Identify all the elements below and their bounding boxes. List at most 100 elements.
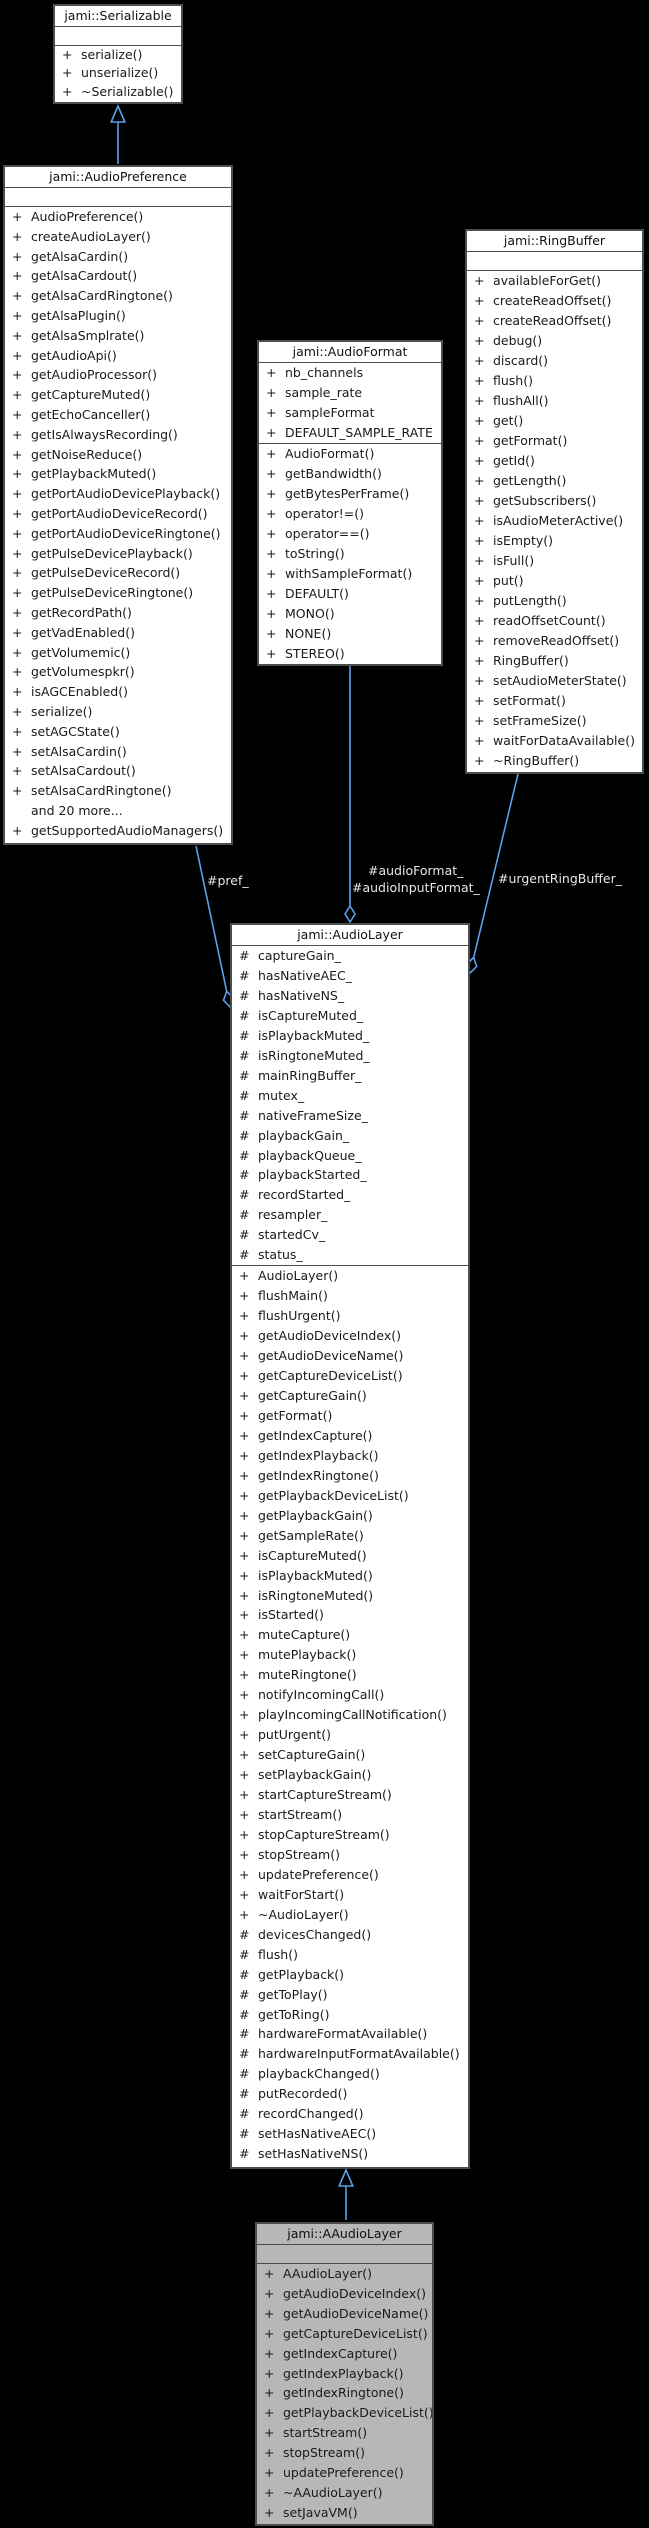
member-name: readOffsetCount() [493, 613, 606, 628]
member-name: DEFAULT_SAMPLE_RATE [285, 425, 433, 440]
visibility-marker: + [264, 2266, 275, 2281]
visibility-marker: + [264, 2484, 275, 2500]
member-name: getVolumespkr() [31, 664, 135, 680]
visibility-marker: + [12, 426, 23, 442]
class-title[interactable]: jami::AudioFormat [259, 342, 441, 363]
visibility-marker: + [266, 626, 277, 641]
visibility-marker: + [239, 1846, 250, 1862]
member-row: +stopStream() [257, 2443, 432, 2463]
member-row: +availableForGet() [467, 271, 642, 291]
visibility-marker: + [12, 387, 23, 403]
member-name: ~AudioLayer() [258, 1906, 349, 1922]
visibility-marker: + [474, 513, 485, 528]
member-name: getIndexPlayback() [283, 2365, 404, 2381]
member-name: getAlsaSmplrate() [31, 327, 145, 343]
member-row: +playIncomingCallNotification() [232, 1705, 468, 1725]
inheritance-edge-audiopreference-to-serializable [109, 103, 127, 164]
member-name: sample_rate [285, 385, 363, 400]
member-name: setCaptureGain() [258, 1747, 366, 1763]
class-node-audiopreference[interactable]: jami::AudioPreference + AudioPreference()… [3, 165, 233, 845]
member-row: +getSampleRate() [232, 1526, 468, 1546]
class-node-audioformat[interactable]: jami::AudioFormat + nb_channels+ sample_ra… [257, 340, 443, 666]
member-name: hardwareFormatAvailable() [258, 2026, 428, 2042]
class-node-aaudiolayer[interactable]: jami::AAudioLayer +AAudioLayer()+getAudi… [255, 2222, 434, 2526]
class-node-serializable[interactable]: jami::Serializable +serialize()+unserial… [53, 4, 183, 104]
member-name: flushMain() [258, 1288, 328, 1304]
member-name: waitForDataAvailable() [493, 733, 635, 748]
member-name: getAlsaCardRingtone() [31, 288, 173, 304]
member-name: put() [493, 573, 524, 588]
member-name: getIsAlwaysRecording() [31, 426, 178, 442]
visibility-marker: + [264, 2325, 275, 2341]
class-title[interactable]: jami::AAudioLayer [257, 2224, 432, 2245]
member-row: +getAudioDeviceIndex() [232, 1326, 468, 1346]
visibility-marker: + [474, 733, 485, 748]
member-row: +getAudioDeviceIndex() [257, 2284, 432, 2304]
visibility-marker: + [62, 65, 73, 81]
member-name: setAGCState() [31, 723, 120, 739]
member-name: setJavaVM() [283, 2504, 358, 2520]
visibility-marker: + [239, 1368, 250, 1384]
class-title[interactable]: jami::Serializable [55, 6, 181, 27]
visibility-marker: + [12, 406, 23, 422]
member-row: +MONO() [259, 604, 441, 624]
visibility-marker: + [264, 2465, 275, 2481]
visibility-marker: + [266, 405, 277, 420]
member-row: +getPulseDevicePlayback() [5, 544, 231, 564]
member-row: +setAlsaCardin() [5, 742, 231, 762]
member-name: playIncomingCallNotification() [258, 1707, 447, 1723]
class-title[interactable]: jami::AudioPreference [5, 167, 231, 188]
member-name: getBytesPerFrame() [285, 486, 410, 501]
visibility-marker: + [239, 1407, 250, 1423]
member-name: startStream() [258, 1806, 343, 1822]
member-row: +isStarted() [232, 1605, 468, 1625]
member-row: +updatePreference() [232, 1865, 468, 1885]
member-name: getAudioDeviceIndex() [283, 2285, 426, 2301]
member-name: getAudioDeviceName() [283, 2305, 429, 2321]
member-name: setAlsaCardRingtone() [31, 783, 172, 799]
member-row: +toString() [259, 544, 441, 564]
member-row: +getBandwidth() [259, 464, 441, 484]
visibility-marker: + [264, 2305, 275, 2321]
operations-section: +AudioFormat()+getBandwidth()+getBytesPe… [259, 444, 441, 664]
member-row: +getCaptureMuted() [5, 385, 231, 405]
member-row: +getSupportedAudioManagers() [5, 821, 231, 841]
member-name: getCaptureDeviceList() [283, 2325, 428, 2341]
visibility-marker: + [264, 2345, 275, 2361]
visibility-marker: + [474, 753, 485, 768]
member-name: hardwareInputFormatAvailable() [258, 2046, 460, 2062]
member-name: AudioPreference() [31, 209, 144, 224]
visibility-marker: + [239, 1387, 250, 1403]
visibility-marker: + [12, 664, 23, 680]
class-title[interactable]: jami::AudioLayer [232, 925, 468, 946]
member-row: +getPulseDeviceRecord() [5, 563, 231, 583]
visibility-marker: + [266, 385, 277, 400]
member-row: +getIndexRingtone() [232, 1466, 468, 1486]
member-name: mutePlayback() [258, 1647, 357, 1663]
class-node-ringbuffer[interactable]: jami::RingBuffer +availableForGet()+crea… [465, 229, 644, 774]
member-name: setAlsaCardout() [31, 763, 136, 779]
member-name: isPlaybackMuted() [258, 1567, 373, 1583]
member-name: nb_channels [285, 365, 364, 380]
member-row: #recordChanged() [232, 2104, 468, 2124]
operations-section: +AAudioLayer()+getAudioDeviceIndex()+get… [257, 2264, 432, 2524]
member-name: isAGCEnabled() [31, 684, 128, 700]
member-name: getIndexRingtone() [283, 2385, 404, 2401]
member-name: setFrameSize() [493, 713, 587, 728]
member-name: ~RingBuffer() [493, 753, 580, 768]
class-title[interactable]: jami::RingBuffer [467, 231, 642, 252]
member-name: operator!=() [285, 506, 364, 521]
member-row: +isPlaybackMuted() [232, 1566, 468, 1586]
member-row: #setHasNativeNS() [232, 2144, 468, 2164]
class-node-audiolayer[interactable]: jami::AudioLayer #captureGain_#hasNative… [230, 923, 470, 2169]
member-name: getIndexCapture() [283, 2345, 398, 2361]
member-name: NONE() [285, 626, 332, 641]
member-name: getPortAudioDeviceRingtone() [31, 525, 221, 541]
member-row: +RingBuffer() [467, 651, 642, 671]
visibility-marker: # [239, 2026, 250, 2042]
member-name: availableForGet() [493, 273, 601, 288]
member-row: + ~RingBuffer() [467, 751, 642, 771]
visibility-marker: + [239, 1787, 250, 1803]
member-name: toString() [285, 546, 345, 561]
visibility-marker: + [12, 505, 23, 521]
